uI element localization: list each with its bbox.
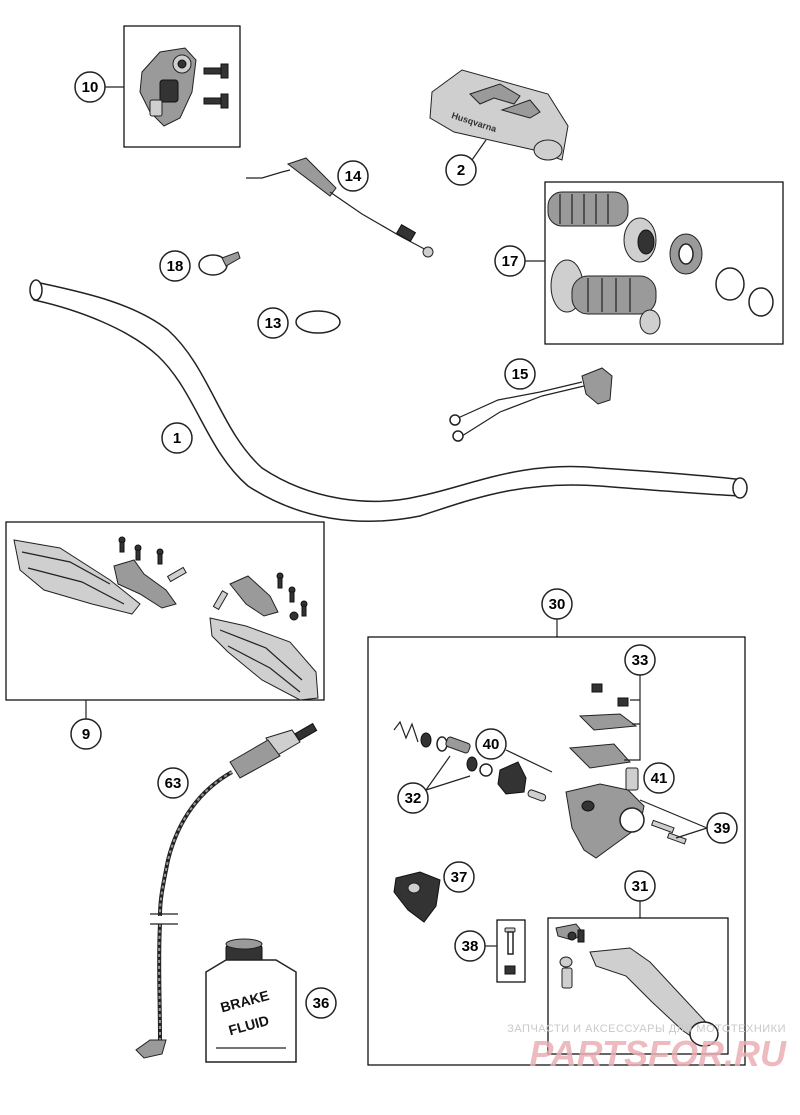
part-30-frame	[367, 636, 746, 1066]
callout-41[interactable]: 41	[643, 762, 675, 794]
callout-37-label: 37	[451, 869, 468, 886]
callout-9-label: 9	[82, 726, 90, 743]
sticker-part-13[interactable]	[295, 310, 341, 334]
part-31-frame	[547, 917, 729, 1055]
callout-1[interactable]: 1	[161, 422, 193, 454]
bolts-part-39[interactable]	[650, 819, 687, 845]
callout-1-label: 1	[173, 430, 181, 447]
cable-tie-part-18[interactable]	[198, 251, 241, 276]
callout-17[interactable]: 17	[494, 245, 526, 277]
bar-pad-part-2[interactable]: Husqvarna	[429, 69, 569, 161]
callout-15[interactable]: 15	[504, 358, 536, 390]
brake-fluid-bottle-part-36[interactable]: BRAKE FLUID	[205, 938, 297, 1063]
callout-31-label: 31	[632, 878, 649, 895]
reservoir-cover-part-33[interactable]	[568, 683, 638, 769]
callout-2-label: 2	[457, 162, 465, 179]
callout-13[interactable]: 13	[257, 307, 289, 339]
callout-15-label: 15	[512, 366, 529, 383]
callout-9[interactable]: 9	[70, 718, 102, 750]
part-38-frame	[496, 919, 526, 983]
hand-guard-left-part-9[interactable]	[13, 539, 141, 615]
bolt-part-38[interactable]	[504, 927, 516, 975]
callout-18[interactable]: 18	[159, 250, 191, 282]
callout-17-label: 17	[502, 253, 519, 270]
hand-guard-right-part-9[interactable]	[209, 617, 319, 701]
throttle-cams-part-17[interactable]	[669, 233, 774, 317]
callout-38[interactable]: 38	[454, 930, 486, 962]
callout-41-label: 41	[651, 770, 668, 787]
callout-10-label: 10	[82, 79, 99, 96]
callout-13-label: 13	[265, 315, 282, 332]
kill-switch-part-15[interactable]	[449, 367, 613, 442]
switch-housing-part-10[interactable]	[139, 47, 197, 127]
callout-18-label: 18	[167, 258, 184, 275]
callout-30-label: 30	[549, 596, 566, 613]
watermark-tagline: ЗАПЧАСТИ И АКСЕССУАРЫ ДЛЯ МОТОТЕХНИКИ	[507, 1023, 786, 1035]
callout-63-label: 63	[165, 775, 182, 792]
callout-32[interactable]: 32	[397, 782, 429, 814]
grip-left-part-17[interactable]	[550, 259, 661, 335]
callout-40[interactable]: 40	[475, 728, 507, 760]
brake-lever-part-31[interactable]	[555, 923, 719, 1047]
hand-guard-mount-right-part-9[interactable]	[212, 572, 308, 621]
watermark: ЗАПЧАСТИ И АКСЕССУАРЫ ДЛЯ МОТОТЕХНИКИ PA…	[507, 1023, 787, 1074]
brake-line-part-63[interactable]	[135, 722, 318, 1059]
callout-63[interactable]: 63	[157, 767, 189, 799]
callout-14[interactable]: 14	[337, 160, 369, 192]
throttle-cable-part-14[interactable]	[246, 157, 434, 258]
grip-right-part-17[interactable]	[547, 191, 657, 263]
callout-36[interactable]: 36	[305, 987, 337, 1019]
callout-39[interactable]: 39	[706, 812, 738, 844]
pin-part-41[interactable]	[625, 767, 639, 791]
piston-kit-part-32[interactable]	[393, 720, 493, 777]
screws-part-10[interactable]	[203, 63, 229, 109]
part-17-frame	[544, 181, 784, 345]
callout-32-label: 32	[405, 790, 422, 807]
callout-36-label: 36	[313, 995, 330, 1012]
reservoir-diaphragm-part-37[interactable]	[393, 871, 441, 923]
callout-33-label: 33	[632, 652, 649, 669]
callout-30[interactable]: 30	[541, 588, 573, 620]
callout-40-label: 40	[483, 736, 500, 753]
handlebar-part-1[interactable]	[29, 279, 748, 522]
callout-10[interactable]: 10	[74, 71, 106, 103]
watermark-brand: PARTSFOR.RU	[529, 1033, 787, 1074]
callout-38-label: 38	[462, 938, 479, 955]
callout-14-label: 14	[345, 168, 362, 185]
master-cylinder-body[interactable]	[565, 783, 645, 859]
callout-31[interactable]: 31	[624, 870, 656, 902]
hand-guard-mount-left-part-9[interactable]	[113, 536, 187, 609]
callout-33[interactable]: 33	[624, 644, 656, 676]
part-9-frame	[5, 521, 325, 701]
callout-39-label: 39	[714, 820, 731, 837]
dust-boot-part-40[interactable]	[497, 761, 547, 802]
callout-37[interactable]: 37	[443, 861, 475, 893]
callout-2[interactable]: 2	[445, 154, 477, 186]
